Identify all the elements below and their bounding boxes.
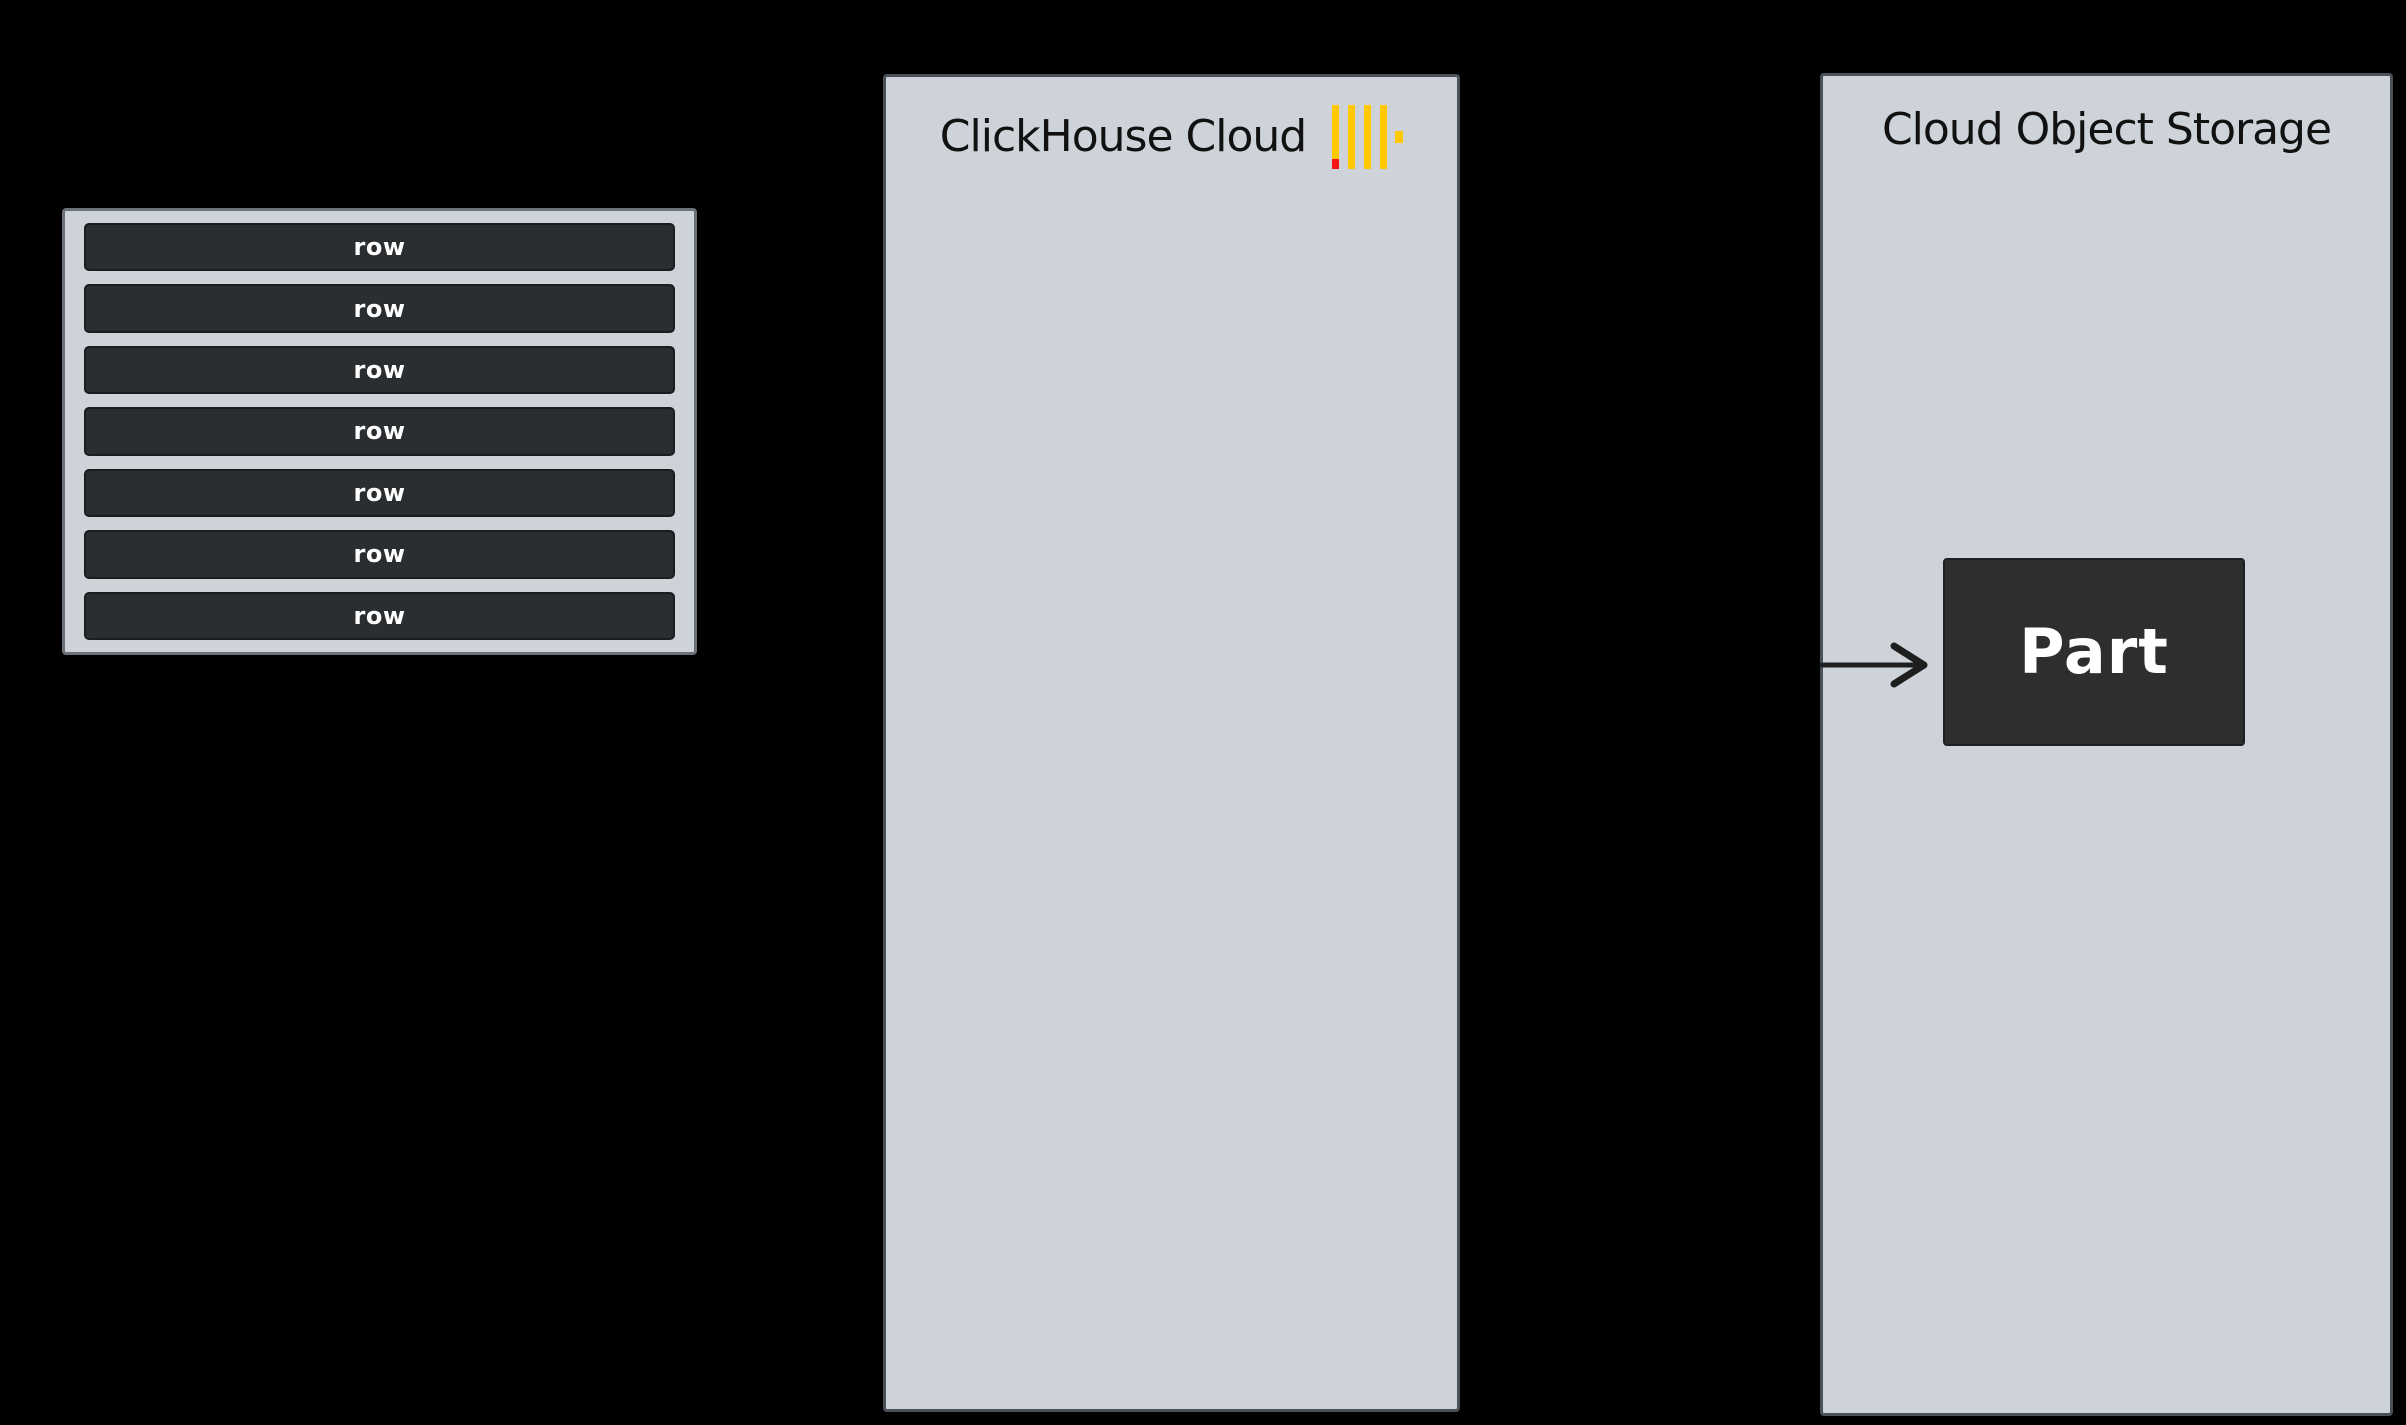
part-box: Part (1943, 558, 2245, 746)
clickhouse-cloud-panel: ClickHouse Cloud (883, 74, 1460, 1412)
cloud-object-storage-title: Cloud Object Storage (1881, 104, 2332, 155)
row-label: row (353, 540, 406, 569)
cloud-object-storage-panel: Cloud Object Storage Part (1819, 73, 2393, 1416)
table-row: row (84, 530, 675, 579)
clickhouse-cloud-header: ClickHouse Cloud (886, 77, 1457, 169)
rows-table-panel: row row row row row row row (62, 208, 697, 655)
row-label: row (353, 417, 406, 446)
row-label: row (353, 294, 406, 323)
row-label: row (353, 601, 406, 630)
part-label: Part (2019, 615, 2169, 688)
row-label: row (353, 478, 406, 507)
table-row: row (84, 284, 675, 333)
table-row: row (84, 407, 675, 456)
table-row: row (84, 468, 675, 518)
clickhouse-logo-icon (1332, 105, 1404, 169)
insert-arrow-icon (1819, 642, 1928, 688)
row-label: row (353, 356, 406, 385)
table-row: row (84, 345, 675, 395)
table-row: row (84, 223, 675, 272)
table-row: row (84, 591, 675, 640)
cloud-object-storage-header: Cloud Object Storage (1823, 76, 2390, 157)
clickhouse-cloud-title: ClickHouse Cloud (939, 110, 1307, 162)
row-label: row (353, 233, 406, 262)
